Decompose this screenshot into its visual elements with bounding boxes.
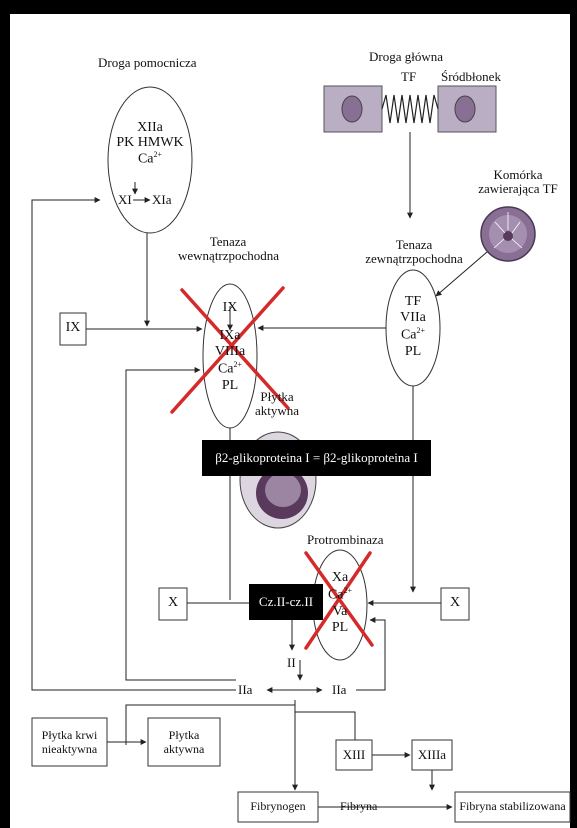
box-plytka-aktywna [147,717,221,767]
ellipse-protr-text: Xa Ca2+ Va PL [327,570,353,635]
ellipse-pomocnicza-text: XIIa PK HMWK Ca2+ [116,120,184,167]
box-xiii [335,739,373,771]
label-iia-right: IIa [332,682,347,697]
box-fibrynogen [237,791,319,823]
tf-spring [381,94,439,124]
red-crosses [170,286,374,650]
label-srodblonek: Śródbłonek [441,69,501,84]
ellipse-wew-text: IX IXa VIIIa Ca2+ PL [214,300,246,394]
box-x-right [440,587,470,621]
box-ix-label: IX [65,320,81,335]
ellipse-zew-text: TF VIIa Ca2+ PL [400,294,426,359]
overlay-beta2-glikoproteina: β2-glikoproteina I = β2-glikoproteina I [202,440,431,476]
cross-tenaza-line1 [180,288,290,410]
box-xiiia-label: XIIIa [417,747,447,762]
box-x-right-label: X [449,595,461,610]
cross-protr-line2 [304,551,372,650]
cross-tenaza-line2 [170,286,285,414]
box-fibryna-stabilizowana [454,791,571,823]
cell-nucleus-left [341,95,363,123]
label-fibryna: Fibryna [340,799,378,813]
box-ix [59,312,87,346]
box-x-left-label: X [167,595,179,610]
label-droga-glowna: Droga główna [369,49,444,64]
label-xi: XI [118,192,132,207]
box-fibryna-stab-label: Fibryna stabilizowana [459,799,566,813]
box-xiiia [411,739,453,771]
endothelium [323,85,497,133]
box-fibrynogen-label: Fibrynogen [250,799,306,813]
paper-background [10,14,570,828]
ellipse-droga-pomocnicza [107,86,193,234]
box-xiii-label: XIII [342,747,366,762]
cell-nucleus-right [454,95,476,123]
label-droga-pomocnicza: Droga pomocnicza [98,55,197,70]
label-xia: XIa [152,192,172,207]
arrows [31,132,488,810]
label-tf-top: TF [401,69,417,84]
label-protrombinaza: Protrombinaza [307,532,384,547]
label-iia-left: IIa [238,682,253,697]
tf-cell [480,206,536,262]
box-x-left [158,587,188,621]
label-ii: II [287,655,296,670]
overlay-cz-ii: Cz.II-cz.II [249,584,323,620]
